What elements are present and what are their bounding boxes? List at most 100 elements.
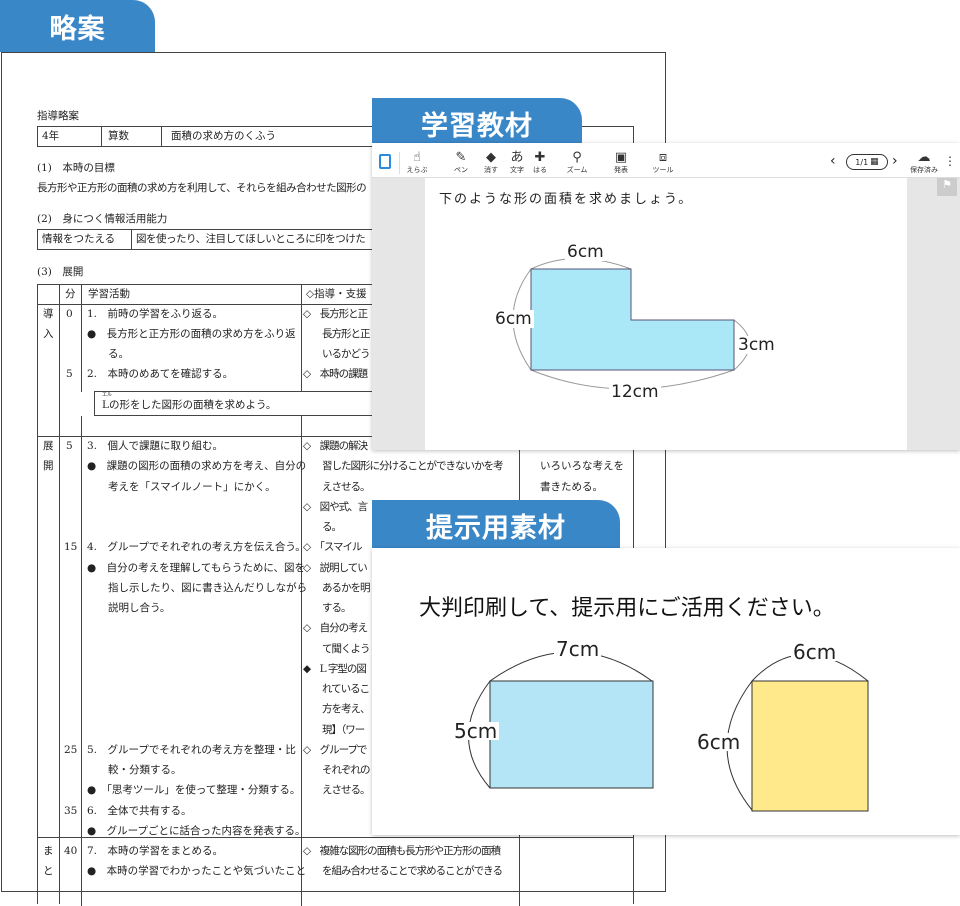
main-guide-line: する。 [303,602,352,614]
main-guide-line: あるかを明 [303,581,371,594]
label-right: 3cm [736,335,777,355]
toolbar: ☝えらぶ✎ペン◆消すあ文字✚はる⚲ズーム▣発表⧈ツール ‹ 1/1▦ › ☁保存… [372,148,960,178]
main-guide-line: を組み合わせることで求めることができる [303,865,503,878]
main-guide-line: ◇ 説明してい [303,561,368,574]
tool-text[interactable]: あ文字 [502,150,532,175]
rect-width-label: 7cm [554,637,602,661]
page-number: 1/1 [855,157,869,167]
main-act-line: 5. グループでそれぞれの考え方を整理・比 [87,743,296,756]
tool-label: ツール [652,166,674,174]
main-guide-line: えさせる。 [303,480,371,493]
tool-toolbox[interactable]: ⧈ツール [648,150,678,175]
notebook-icon[interactable] [379,154,391,169]
skill-heading: (2) 身につく情報活用能力 [37,213,168,225]
rectangle-figure [489,680,654,789]
prev-page-button[interactable]: ‹ [830,153,836,169]
main-act-line: 6. 全体で共有する。 [87,804,192,817]
main-guide-line: えさせる。 [303,784,371,797]
main-sec-line: ま [43,845,54,857]
main-act-line: ● 「思考ツール」を使って整理・分類する。 [87,784,301,797]
tool-eraser[interactable]: ◆消す [476,150,506,175]
main-guide-line: ◇ 図や式、言 [303,500,368,513]
tool-paste[interactable]: ✚はる [525,150,555,175]
page-indicator[interactable]: 1/1▦ [846,154,888,170]
more-menu-icon[interactable]: ⋮ [944,154,956,168]
intro-sec-line: 入 [43,328,54,340]
grid-icon: ▦ [870,157,879,167]
question-text: 下のような形の面積を求めましょう。 [439,192,694,207]
next-page-button[interactable]: › [892,153,898,169]
intro-sec-line: 導 [43,308,54,320]
goal-heading: (1) 本時の目標 [37,162,115,174]
toolbox-icon: ⧈ [658,150,668,165]
main-guide-line: ◇ 課題の解決 [303,440,368,452]
canvas-area: 下のような形の面積を求めましょう。 6cm 6cm 3cm 12cm ⚑ [372,178,960,450]
pointer-icon: ☝ [413,150,421,165]
skill-desc: 図を使ったり、注目してほしいところに印をつけた [136,233,366,245]
main-min-line: 5 [66,440,73,452]
doc-title: 指導略案 [37,110,79,122]
eraser-icon: ◆ [486,150,496,165]
main-sec-line: 展 [43,440,54,452]
l-shape [530,268,735,371]
main-guide-line: ◇ 複雑な図形の面積も長方形や正方形の面積 [303,845,501,857]
worksheet-page: 下のような形の面積を求めましょう。 6cm 6cm 3cm 12cm [425,178,907,450]
tool-label: ペン [454,166,468,174]
label-top: 6cm [565,242,606,262]
intro-min-line: 5 [66,368,73,380]
grade: 4年 [42,130,60,142]
present-icon: ▣ [614,150,628,165]
tool-present[interactable]: ▣発表 [606,150,636,175]
main-act-line: ● グループごとに話合った内容を発表する。 [87,824,306,837]
intro-min-line: 0 [66,308,73,320]
main-act-line: 7. 本時の学習をまとめる。 [87,845,224,857]
save-status-label: 保存済み [910,166,938,174]
main-act-line: 較・分類する。 [87,764,182,776]
goal-box-text: Lの形をした図形の面積を求めよう。 [102,399,277,411]
tool-zoom[interactable]: ⚲ズーム [562,150,592,175]
intro-act-line: ● 長方形と正方形の面積の求め方をふり返 [87,328,296,340]
main-guide-line: る。 [303,521,342,533]
main-guide-line: 習した図形に分けることができないかを考 [303,460,504,473]
main-guide-line: 現】（ワー [303,723,365,736]
text-icon: あ [510,150,524,165]
tab-material[interactable]: 学習教材 [372,98,582,148]
header-activity: 学習活動 [88,288,130,300]
intro-act-line: 2. 本時のめあてを確認する。 [87,368,234,380]
tool-label: 消す [484,166,498,174]
main-act-line: 3. 個人で課題に取り組む。 [87,440,224,452]
goal-text: 長方形や正方形の面積の求め方を利用して、それらを組み合わせた図形の [37,182,367,194]
main-guide-line: ◇ 自分の考え [303,622,368,635]
tool-label: えらぶ [406,166,428,174]
square-width-label: 6cm [791,640,839,664]
main-act-line: ● 本時の学習でわかったことや気づいたこと [87,865,307,878]
tool-pen[interactable]: ✎ペン [446,150,476,175]
instruction-text: 大判印刷して、提示用にご活用ください。 [419,596,835,621]
goal-box-ruby: エル [102,392,113,398]
tool-pointer[interactable]: ☝えらぶ [402,150,432,175]
main-min-line: 25 [64,743,78,756]
skill-name: 情報をつたえる [42,233,116,245]
tool-label: 文字 [510,166,524,174]
material-panel: ☝えらぶ✎ペン◆消すあ文字✚はる⚲ズーム▣発表⧈ツール ‹ 1/1▦ › ☁保存… [372,143,960,450]
main-act-line: ● 自分の考えを理解してもらうために、図を [87,561,306,574]
tool-label: はる [533,166,547,174]
tab-plan[interactable]: 略案 [0,0,155,52]
main-note-line: 書きためる。 [540,480,603,493]
flow-heading: (3) 展開 [37,266,84,278]
intro-guide-line: いるかどう [303,348,371,360]
rect-height-label: 5cm [452,719,500,743]
header-minutes: 分 [65,288,76,300]
main-guide-line: ◇ グループで [303,743,367,756]
tool-label: ズーム [566,166,588,174]
intro-act-line: 1. 前時の学習をふり返る。 [87,308,224,320]
display-figures [468,651,869,812]
main-min-line: 40 [64,845,78,857]
save-status[interactable]: ☁保存済み [909,150,939,175]
intro-guide-line: ◇ 本時の課題 [303,368,368,380]
intro-act-line: る。 [87,348,129,360]
flag-button[interactable]: ⚑ [937,178,957,196]
tab-display[interactable]: 提示用素材 [372,500,620,550]
display-panel: 大判印刷して、提示用にご活用ください。 7cm 5cm 6cm 6cm [372,548,960,835]
main-act-line: ● 課題の図形の面積の求め方を考え、自分の [87,460,307,473]
